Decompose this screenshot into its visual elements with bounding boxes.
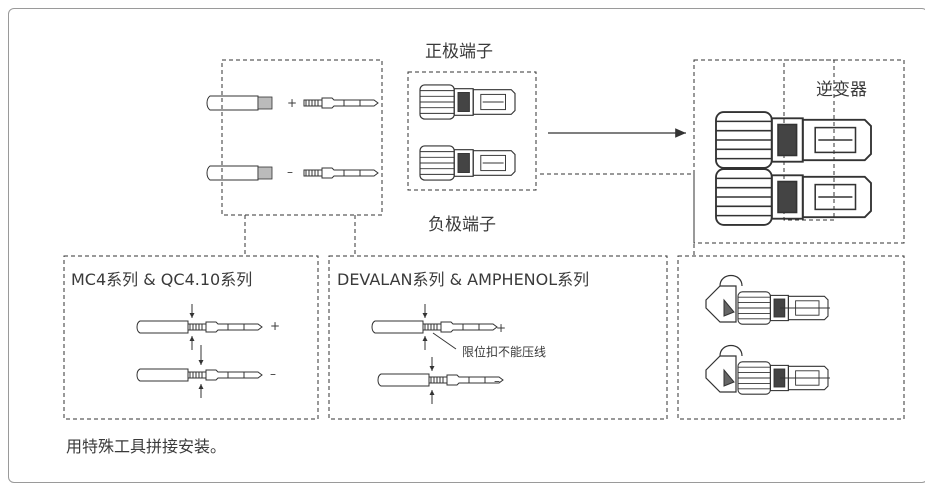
minus-sign-left: – (270, 367, 276, 381)
plus-sign-left: + (270, 319, 281, 333)
plus-sign-top: + (287, 96, 298, 110)
devalan-series-label: DEVALAN系列 & AMPHENOL系列 (337, 270, 590, 289)
minus-sign-top: – (287, 165, 293, 179)
limit-note-label: 限位扣不能压线 (462, 345, 547, 359)
minus-sign-mid: – (494, 374, 500, 388)
negative-terminal-label: 负极端子 (428, 215, 496, 235)
positive-terminal-label: 正极端子 (425, 42, 493, 62)
mc4-series-label: MC4系列 & QC4.10系列 (71, 270, 253, 289)
connector-diagram (63, 59, 905, 420)
plus-sign-mid: + (496, 321, 507, 335)
inverter-label: 逆变器 (816, 80, 867, 100)
footer-note: 用特殊工具拼接安装。 (66, 437, 227, 456)
